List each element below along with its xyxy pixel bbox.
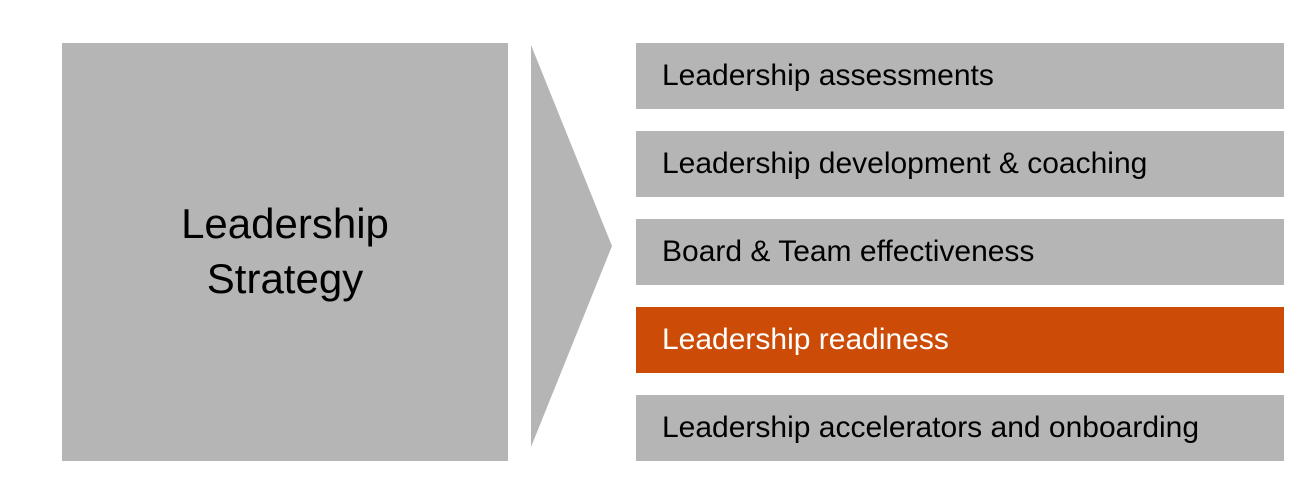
service-bar: Board & Team effectiveness	[636, 219, 1284, 285]
service-bar: Leadership accelerators and onboarding	[636, 395, 1284, 461]
leadership-strategy-box: Leadership Strategy	[62, 43, 508, 461]
service-bar: Leadership readiness	[636, 307, 1284, 373]
service-bar-label: Leadership development & coaching	[662, 147, 1148, 180]
service-bar-label: Leadership readiness	[662, 323, 949, 356]
service-bar: Leadership assessments	[636, 43, 1284, 109]
leadership-strategy-label: Leadership Strategy	[181, 200, 389, 302]
service-bar-label: Board & Team effectiveness	[662, 235, 1035, 268]
service-bar-label: Leadership assessments	[662, 59, 994, 92]
service-bar-label: Leadership accelerators and onboarding	[662, 411, 1200, 444]
right-arrow-icon	[531, 45, 612, 447]
service-bar: Leadership development & coaching	[636, 131, 1284, 197]
